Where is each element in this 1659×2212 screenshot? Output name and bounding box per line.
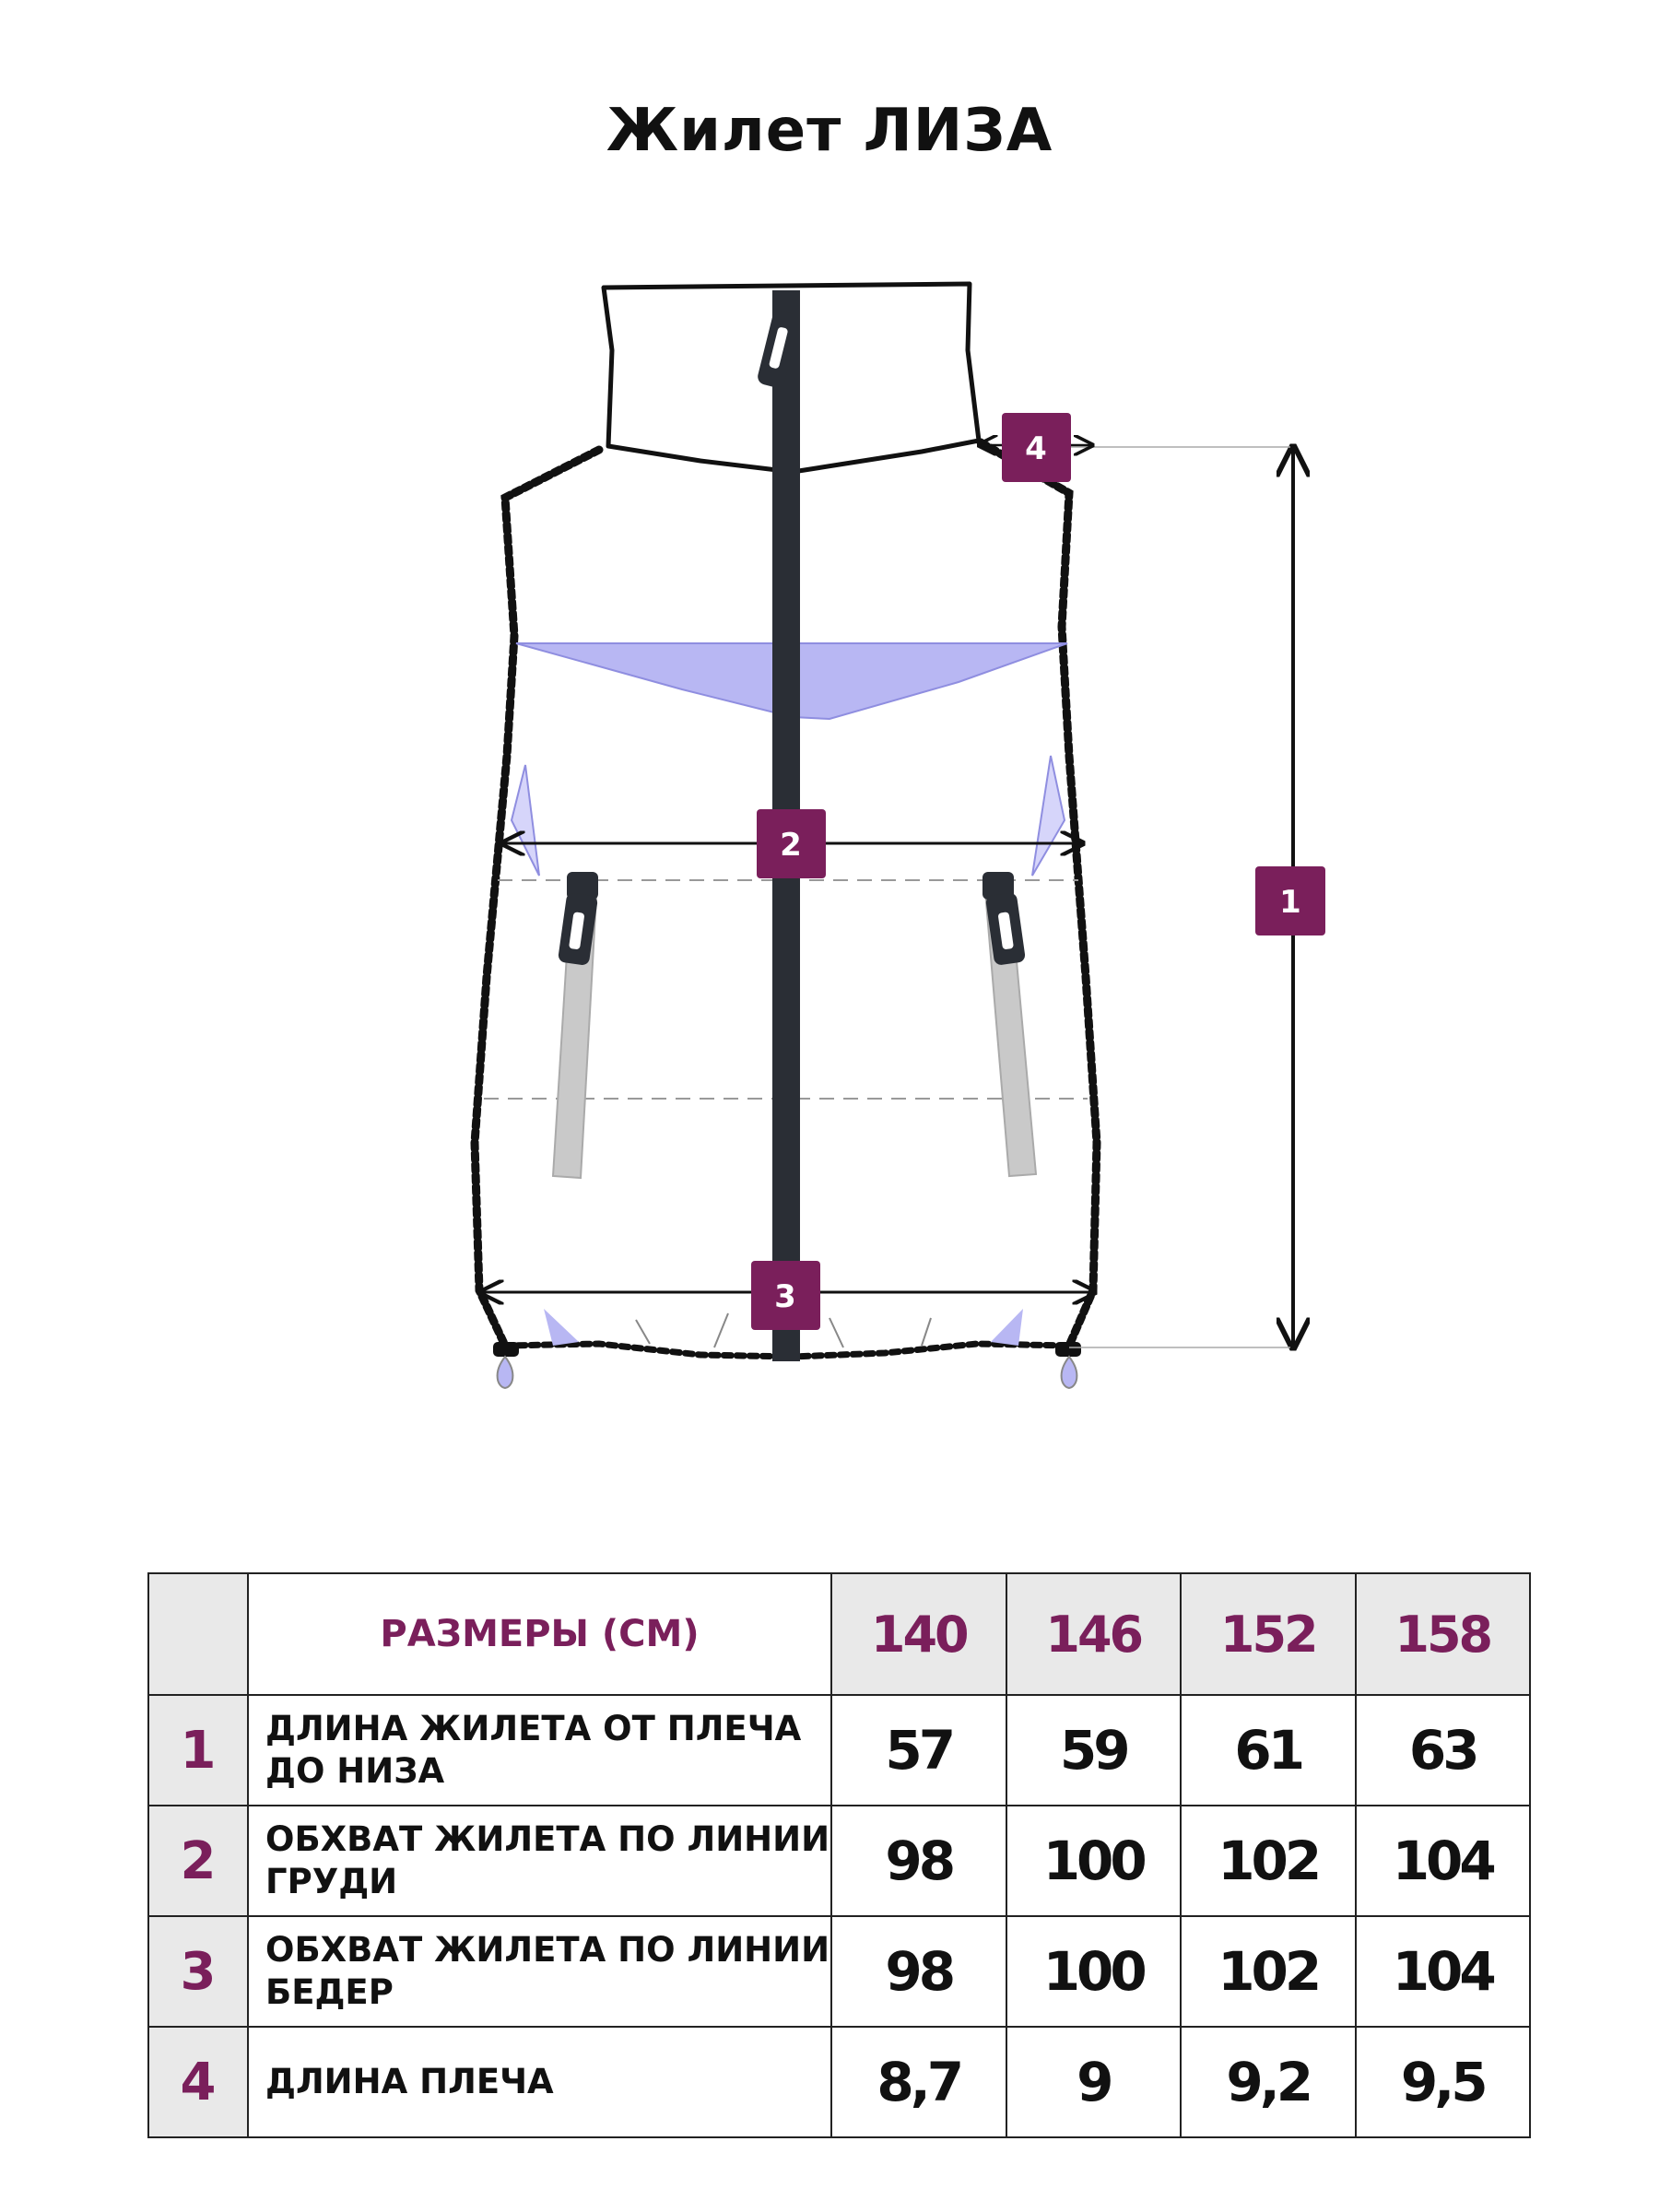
size-140: 140 <box>830 1572 1007 1696</box>
row-value: 104 <box>1354 1915 1531 2028</box>
pocket-zip-puller-right <box>982 872 1026 965</box>
row-value: 100 <box>1005 1805 1182 1917</box>
badge-2: 2 <box>757 809 826 878</box>
row-label: ОБХВАТ ЖИЛЕТА ПО ЛИНИИ БЕДЕР <box>247 1915 832 2028</box>
header-corner-cell <box>147 1572 249 1696</box>
row-value: 9 <box>1005 2026 1182 2138</box>
pocket-zip-puller-left <box>558 872 598 965</box>
badge-2-label: 2 <box>780 827 802 864</box>
row-value: 8,7 <box>830 2026 1007 2138</box>
size-146: 146 <box>1005 1572 1182 1696</box>
size-table: РАЗМЕРЫ (СМ) 140 146 152 158 1 ДЛИНА ЖИЛ… <box>147 1572 1531 2138</box>
collar-zip-puller <box>758 293 800 388</box>
table-row: 2 ОБХВАТ ЖИЛЕТА ПО ЛИНИИ ГРУДИ 98 100 10… <box>147 1805 1531 1917</box>
header-sizes-label: РАЗМЕРЫ (СМ) <box>247 1572 832 1696</box>
row-value: 98 <box>830 1915 1007 2028</box>
row-number: 3 <box>147 1915 249 2028</box>
row-value: 102 <box>1180 1915 1357 2028</box>
row-label: ДЛИНА ПЛЕЧА <box>247 2026 832 2138</box>
badge-1-label: 1 <box>1279 884 1301 921</box>
row-number: 4 <box>147 2026 249 2138</box>
hem-fold-right <box>991 1309 1023 1346</box>
size-158: 158 <box>1354 1572 1531 1696</box>
row-number: 2 <box>147 1805 249 1917</box>
badge-4: 4 <box>1002 413 1071 482</box>
row-value: 100 <box>1005 1915 1182 2028</box>
row-value: 102 <box>1180 1805 1357 1917</box>
armhole-fold-right <box>1031 755 1066 877</box>
badge-1: 1 <box>1255 866 1325 935</box>
row-value: 98 <box>830 1805 1007 1917</box>
vest-outline-right <box>976 438 1101 1350</box>
row-label: ОБХВАТ ЖИЛЕТА ПО ЛИНИИ ГРУДИ <box>247 1805 832 1917</box>
badge-3: 3 <box>751 1261 820 1330</box>
page-title: Жилет ЛИЗА <box>606 97 1053 165</box>
row-value: 61 <box>1180 1694 1357 1806</box>
size-table-header: РАЗМЕРЫ (СМ) 140 146 152 158 <box>147 1572 1531 1696</box>
armhole-fold-left <box>510 764 540 877</box>
table-row: 1 ДЛИНА ЖИЛЕТА ОТ ПЛЕЧА ДО НИЗА 57 59 61… <box>147 1694 1531 1806</box>
vest-outline-left <box>470 445 604 1350</box>
row-value: 104 <box>1354 1805 1531 1917</box>
row-value: 63 <box>1354 1694 1531 1806</box>
toggle-left <box>493 1342 519 1390</box>
row-value: 9,5 <box>1354 2026 1531 2138</box>
badge-3-label: 3 <box>774 1278 796 1315</box>
table-row: 4 ДЛИНА ПЛЕЧА 8,7 9 9,2 9,5 <box>147 2026 1531 2138</box>
size-152: 152 <box>1180 1572 1357 1696</box>
row-number: 1 <box>147 1694 249 1806</box>
row-label: ДЛИНА ЖИЛЕТА ОТ ПЛЕЧА ДО НИЗА <box>247 1694 832 1806</box>
vest-diagram: 1 2 3 4 <box>470 281 1325 1390</box>
row-value: 59 <box>1005 1694 1182 1806</box>
hem-fold-left <box>544 1309 579 1346</box>
toggle-right <box>1055 1342 1081 1390</box>
table-row: 3 ОБХВАТ ЖИЛЕТА ПО ЛИНИИ БЕДЕР 98 100 10… <box>147 1915 1531 2028</box>
badge-4-label: 4 <box>1025 430 1047 467</box>
row-value: 9,2 <box>1180 2026 1357 2138</box>
row-value: 57 <box>830 1694 1007 1806</box>
